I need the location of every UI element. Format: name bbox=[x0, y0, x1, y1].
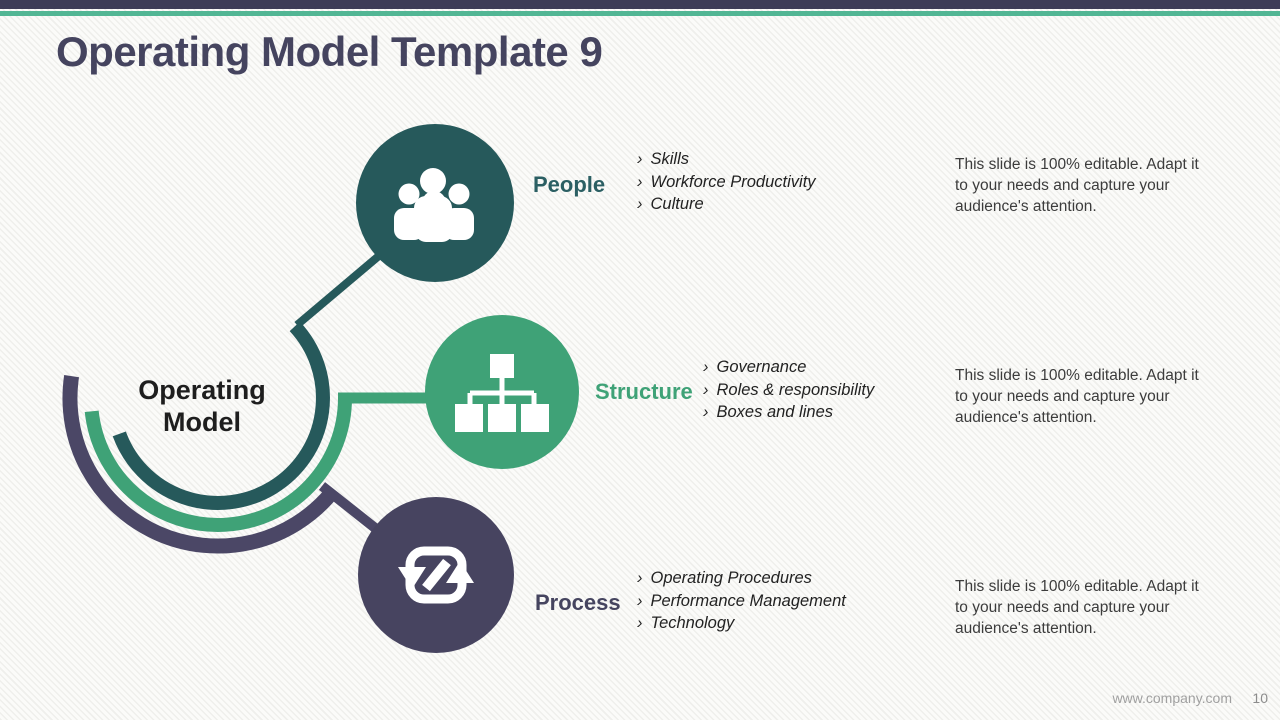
page-title: Operating Model Template 9 bbox=[56, 28, 603, 75]
note-line: This slide is 100% editable. Adapt it bbox=[955, 156, 1199, 173]
note-line: audience's attention. bbox=[955, 620, 1097, 637]
bullet-text: Technology bbox=[650, 614, 735, 632]
bullet-text: Operating Procedures bbox=[650, 569, 812, 587]
center-label-line2: Model bbox=[163, 407, 241, 437]
bullet-marker: › bbox=[637, 591, 643, 610]
bullet-text: Boxes and lines bbox=[716, 403, 834, 421]
top-green-bar bbox=[0, 11, 1280, 16]
top-navy-bar bbox=[0, 0, 1280, 9]
node-label-process: Process bbox=[535, 590, 621, 615]
editable-note-structure: This slide is 100% editable. Adapt it to… bbox=[955, 365, 1199, 428]
note-line: audience's attention. bbox=[955, 409, 1097, 426]
bullet-marker: › bbox=[703, 403, 709, 421]
editable-note-people: This slide is 100% editable. Adapt it to… bbox=[955, 154, 1199, 217]
editable-note-process: This slide is 100% editable. Adapt it to… bbox=[955, 576, 1199, 639]
note-line: to your needs and capture your bbox=[955, 599, 1170, 616]
bullet-item: › Governance bbox=[703, 356, 874, 379]
people-group-icon bbox=[394, 168, 474, 242]
center-label: Operating Model bbox=[110, 374, 294, 438]
bullet-marker: › bbox=[703, 380, 709, 399]
center-label-line1: Operating bbox=[138, 375, 266, 405]
footer-page-number: 10 bbox=[1252, 690, 1268, 706]
bullet-item: › Skills bbox=[637, 148, 816, 171]
note-line: This slide is 100% editable. Adapt it bbox=[955, 367, 1199, 384]
node-label-people: People bbox=[533, 172, 606, 197]
bullet-item: › Roles & responsibility bbox=[703, 379, 874, 402]
structure-bullet-list: › Governance › Roles & responsibility › Box… bbox=[703, 356, 874, 424]
bullet-item: › Boxes and lines bbox=[703, 401, 874, 424]
arc-green bbox=[84, 397, 352, 532]
footer-website: www.company.com bbox=[1112, 690, 1232, 706]
bullet-item: › Technology bbox=[637, 612, 846, 635]
people-bullet-list: › Skills › Workforce Productivity › Culture bbox=[637, 148, 816, 216]
bullet-item: › Operating Procedures bbox=[637, 567, 846, 590]
note-line: audience's attention. bbox=[955, 198, 1097, 215]
arc-purple bbox=[62, 374, 338, 554]
bullet-marker: › bbox=[703, 358, 709, 376]
bullet-item: › Culture bbox=[637, 193, 816, 216]
bullet-marker: › bbox=[637, 614, 643, 632]
bullet-text: Performance Management bbox=[650, 591, 846, 610]
org-chart-icon bbox=[455, 354, 549, 432]
bullet-text: Workforce Productivity bbox=[650, 172, 816, 191]
bullet-marker: › bbox=[637, 195, 643, 213]
bullet-text: Governance bbox=[716, 358, 807, 376]
sync-arrows-icon bbox=[398, 546, 474, 604]
bullet-text: Roles & responsibility bbox=[716, 380, 875, 399]
node-label-structure: Structure bbox=[595, 379, 693, 404]
note-line: This slide is 100% editable. Adapt it bbox=[955, 578, 1199, 595]
bullet-text: Skills bbox=[650, 150, 690, 168]
process-bullet-list: › Operating Procedures › Performance Manag… bbox=[637, 567, 846, 635]
bullet-marker: › bbox=[637, 569, 643, 587]
arc-teal bbox=[112, 321, 330, 510]
bullet-item: › Workforce Productivity bbox=[637, 171, 816, 194]
bullet-text: Culture bbox=[650, 195, 704, 213]
note-line: to your needs and capture your bbox=[955, 177, 1170, 194]
bullet-item: › Performance Management bbox=[637, 590, 846, 613]
bullet-marker: › bbox=[637, 172, 643, 191]
bullet-marker: › bbox=[637, 150, 643, 168]
note-line: to your needs and capture your bbox=[955, 388, 1170, 405]
